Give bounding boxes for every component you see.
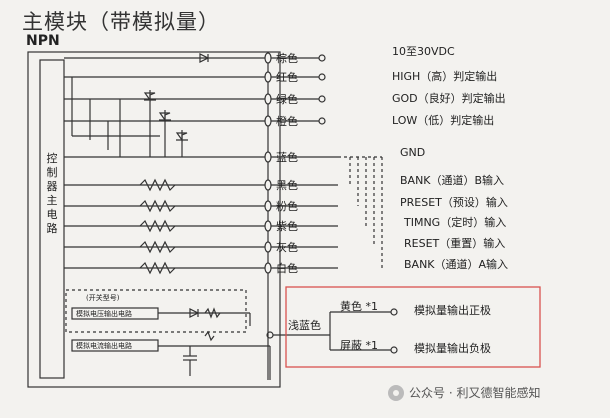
function-label-low: LOW（低）判定输出 xyxy=(392,114,495,127)
resistor-black xyxy=(139,178,176,192)
page-title: 主模块（带模拟量） xyxy=(22,10,220,34)
circuit-type: NPN xyxy=(26,33,60,49)
function-label-timng: TIMNG（定时）输入 xyxy=(404,216,507,229)
function-label-bank-a: BANK（通道）A输入 xyxy=(404,258,509,271)
resistor-gray xyxy=(139,240,176,254)
control-circuit-bar xyxy=(39,59,65,379)
wire-label-black: 黑色 xyxy=(276,179,298,192)
wechat-icon xyxy=(388,384,404,401)
wire-label-brown: 棕色 xyxy=(276,52,298,65)
function-label-preset: PRESET（预设）输入 xyxy=(400,196,508,209)
resistor-white xyxy=(139,261,176,275)
analog-highlight-box xyxy=(285,286,541,368)
watermark-text: 公众号 · 利又德智能感知 xyxy=(409,386,541,400)
function-label-high: HIGH（高）判定输出 xyxy=(392,70,498,83)
control-circuit-label: 控制器主电路 xyxy=(46,152,58,235)
analog-common-label: 浅蓝色 xyxy=(288,319,321,332)
analog-positive-label: 模拟量输出正极 xyxy=(414,304,491,317)
watermark: 公众号 · 利又德智能感知 xyxy=(388,384,540,401)
analog-negative-label: 模拟量输出负极 xyxy=(414,342,491,355)
wire-label-pink: 粉色 xyxy=(276,200,298,213)
function-label-gnd: GND xyxy=(400,146,426,159)
function-label-bank-b: BANK（通道）B输入 xyxy=(400,174,505,187)
function-label-god: GOD（良好）判定输出 xyxy=(392,92,506,105)
analog-shield-label: 屏蔽 *1 xyxy=(340,339,378,352)
analog-voltage-text: 模拟电压输出电路 xyxy=(76,310,132,318)
resistor-purple xyxy=(139,219,176,233)
wire-label-gray: 灰色 xyxy=(276,241,298,254)
wire-label-green: 绿色 xyxy=(276,93,298,106)
wire-label-purple: 紫色 xyxy=(276,220,298,233)
analog-yellow-label: 黄色 *1 xyxy=(340,300,378,313)
resistor-pink xyxy=(139,199,176,213)
wire-label-white: 白色 xyxy=(276,262,298,275)
function-label-power: 10至30VDC xyxy=(392,45,455,58)
analog-current-text: 模拟电流输出电路 xyxy=(76,342,132,350)
function-label-reset: RESET（重置）输入 xyxy=(404,237,506,250)
wire-label-red: 红色 xyxy=(276,71,298,84)
wire-label-blue: 蓝色 xyxy=(276,151,298,164)
module-outline xyxy=(27,51,281,388)
analog-switch-note: (开关型号) xyxy=(86,294,120,302)
wire-label-orange: 橙色 xyxy=(276,115,298,128)
